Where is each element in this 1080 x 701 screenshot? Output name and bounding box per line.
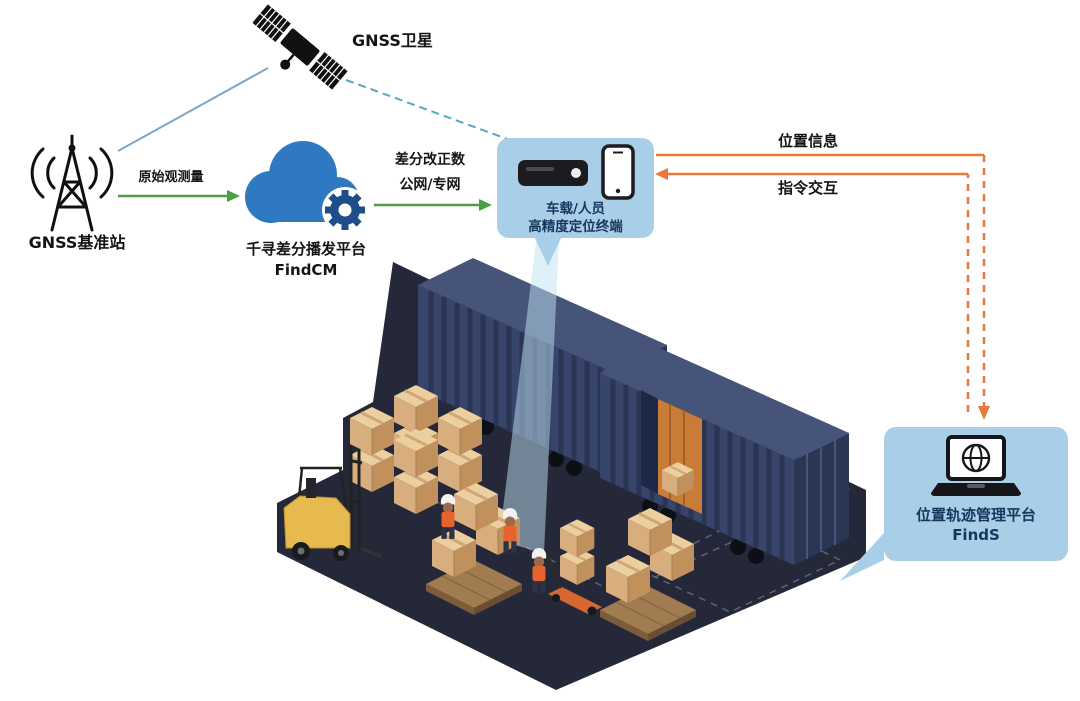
link-correction-arrow <box>374 199 492 211</box>
finds-bubble-tail <box>840 533 884 581</box>
correction-label-line1: 差分改正数 <box>395 152 465 168</box>
terminal-node: 车载/人员 高精度定位终端 <box>497 138 654 238</box>
smartphone-icon <box>600 144 635 200</box>
shipping-container-2 <box>600 346 849 565</box>
position-info-label: 位置信息 <box>777 132 838 150</box>
base-station-icon <box>30 134 114 232</box>
open-door-panel <box>641 390 658 494</box>
management-platform-title: 位置轨迹管理平台 <box>915 506 1036 524</box>
management-platform-product: FindS <box>952 526 1000 545</box>
correction-label-line2: 公网/专网 <box>399 177 461 193</box>
command-interaction-label: 指令交互 <box>777 179 838 197</box>
link-satellite-to-terminal <box>345 79 511 141</box>
raw-observation-label: 原始观测量 <box>138 170 204 185</box>
laptop-globe-icon <box>931 435 1021 496</box>
satellite-icon <box>252 4 348 90</box>
management-platform-node: 位置轨迹管理平台 FindS <box>884 427 1068 561</box>
pallet-jack <box>541 518 602 616</box>
forklift <box>283 446 382 561</box>
link-raw-observation-arrow <box>118 190 240 202</box>
terminal-label-line1: 车载/人员 <box>546 201 605 217</box>
link-position-info-arrow <box>656 153 990 420</box>
terminal-bubble-tail <box>534 236 562 266</box>
warehouse-illustration <box>277 242 866 690</box>
cloud-platform-product: FindCM <box>274 261 338 279</box>
gnss-receiver-icon <box>517 160 588 186</box>
satellite-label: GNSS卫星 <box>352 31 433 50</box>
link-satellite-to-base-station <box>117 67 269 152</box>
container-door-opening <box>658 399 702 514</box>
link-command-interaction-arrow <box>655 168 970 412</box>
terminal-label-line2: 高精度定位终端 <box>528 219 623 236</box>
positioning-beam <box>499 242 559 553</box>
base-station-label: GNSS基准站 <box>28 233 126 252</box>
cloud-platform-title: 千寻差分播发平台 <box>245 240 366 258</box>
gear-icon <box>322 187 368 233</box>
